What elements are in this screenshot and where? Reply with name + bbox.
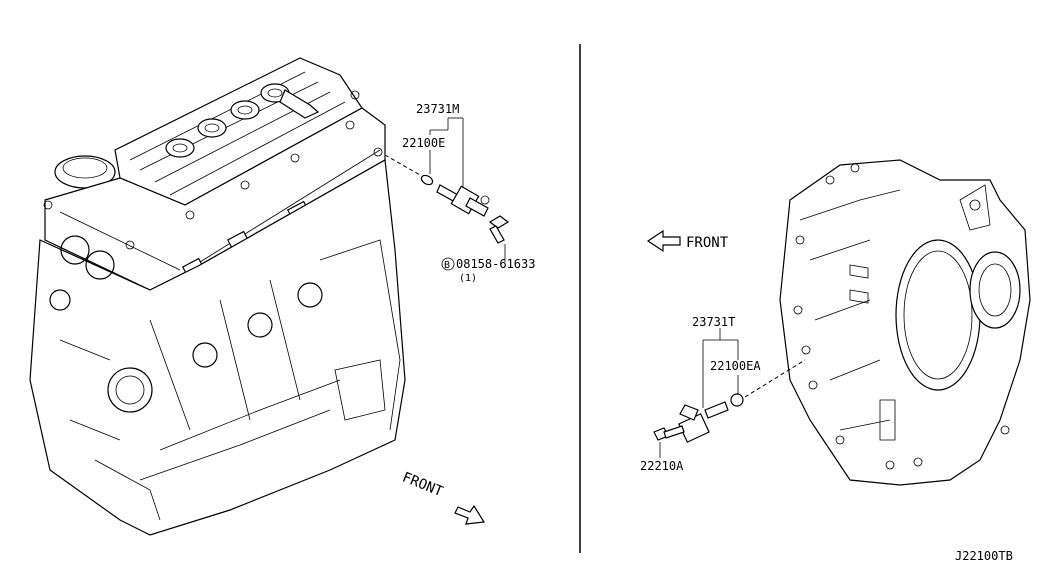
bolt-callout: B 08158-61633 (1): [441, 257, 535, 284]
left-bolt-icon: [488, 215, 510, 244]
label-23731m: 23731M: [416, 102, 459, 116]
diagram-id: J22100TB: [955, 549, 1013, 563]
right-o-ring-icon: [730, 393, 744, 407]
right-front-label: FRONT: [686, 235, 729, 251]
label-22100e: 22100E: [402, 136, 445, 150]
label-22100ea: 22100EA: [710, 359, 761, 373]
label-23731t: 23731T: [692, 315, 735, 329]
arrow-down-right-icon: [454, 504, 486, 525]
engine-block-illustration: [29, 57, 406, 536]
label-22210a: 22210A: [640, 459, 684, 473]
label-08158-61633: 08158-61633: [456, 257, 535, 271]
arrow-left-icon: [646, 229, 681, 253]
right-bolt-icon: [653, 425, 685, 441]
b-circle-icon: [441, 257, 455, 271]
left-cam-sensor-icon: [436, 184, 490, 217]
left-front-indicator: FRONT: [400, 469, 446, 500]
left-front-label: FRONT: [400, 469, 446, 500]
right-front-indicator: FRONT: [646, 229, 729, 253]
left-sensor-group: [384, 117, 510, 262]
right-sensor-group: [653, 328, 806, 458]
right-cam-sensor-icon: [678, 401, 729, 443]
left-o-ring-icon: [420, 174, 434, 186]
bolt-prefix: B: [444, 260, 450, 271]
transmission-housing-illustration: [779, 159, 1031, 486]
bolt-qty: (1): [459, 273, 477, 284]
